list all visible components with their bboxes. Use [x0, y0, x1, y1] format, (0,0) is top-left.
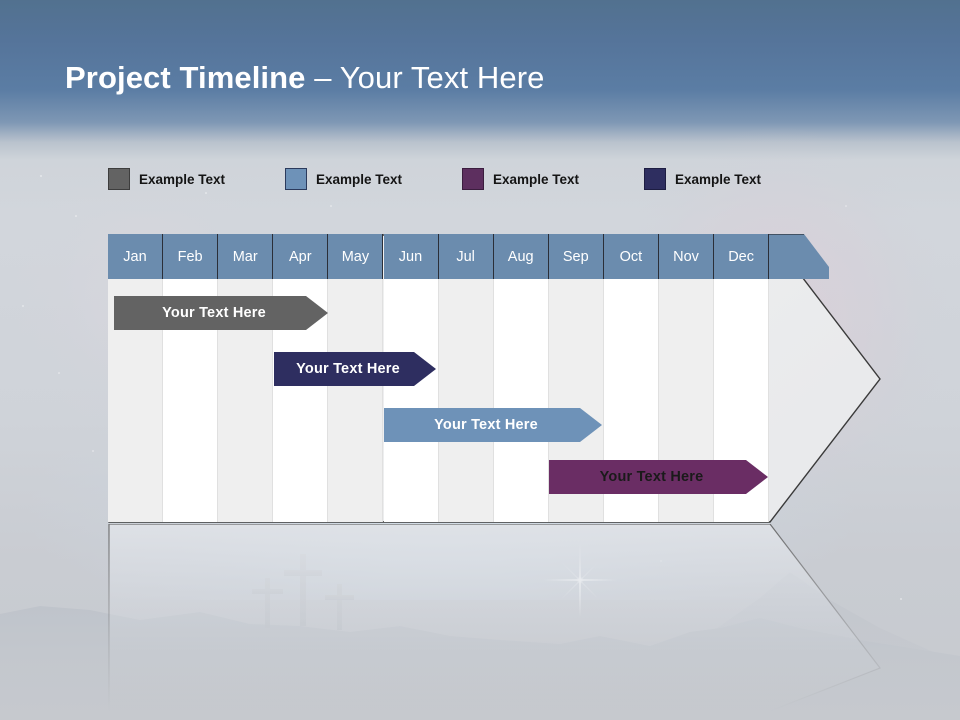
task-bar-2[interactable]: Your Text Here — [274, 352, 436, 386]
star-speck — [660, 560, 662, 562]
task-bar-label: Your Text Here — [434, 417, 538, 433]
month-header-may: May — [328, 234, 384, 279]
month-column-may[interactable]: May — [328, 234, 384, 522]
month-column-aug[interactable]: Aug — [493, 234, 549, 522]
month-header-sep: Sep — [548, 234, 604, 279]
star-speck — [330, 205, 332, 207]
month-header-jan: Jan — [108, 234, 163, 279]
month-header-nov: Nov — [659, 234, 714, 279]
task-bar-1[interactable]: Your Text Here — [114, 296, 328, 330]
month-column-body — [328, 279, 384, 522]
month-column-jun[interactable]: Jun — [383, 234, 439, 522]
legend-item-2[interactable]: Example Text — [285, 168, 402, 190]
star-speck — [92, 450, 94, 452]
star-speck — [58, 372, 60, 374]
star-speck — [40, 175, 42, 177]
month-header-mar: Mar — [218, 234, 274, 279]
star-speck — [75, 215, 77, 217]
month-header-apr: Apr — [273, 234, 329, 279]
star-speck — [900, 598, 903, 601]
month-header-dec: Dec — [714, 234, 770, 279]
title-light: Your Text Here — [339, 60, 545, 95]
crosses-silhouette — [252, 554, 354, 630]
task-bar-3[interactable]: Your Text Here — [384, 408, 602, 442]
month-column-body — [493, 279, 549, 522]
task-bar-4[interactable]: Your Text Here — [549, 460, 768, 494]
legend-swatch-icon — [108, 168, 130, 190]
task-bar-label: Your Text Here — [296, 361, 400, 377]
legend-swatch-icon — [462, 168, 484, 190]
month-header-jun: Jun — [383, 234, 439, 279]
task-bar-label: Your Text Here — [599, 469, 704, 485]
month-header-jul: Jul — [438, 234, 494, 279]
title-dash: – — [305, 60, 340, 95]
legend-swatch-icon — [644, 168, 666, 190]
month-column-jul[interactable]: Jul — [438, 234, 494, 522]
page-title: Project Timeline – Your Text Here — [65, 60, 544, 96]
legend-label: Example Text — [675, 171, 762, 187]
month-header-feb: Feb — [163, 234, 219, 279]
month-column-body — [383, 279, 439, 522]
star-speck — [22, 305, 25, 308]
legend-label: Example Text — [493, 171, 580, 187]
legend-item-4[interactable]: Example Text — [644, 168, 761, 190]
month-header-oct: Oct — [603, 234, 659, 279]
legend: Example Text Example Text Example Text Exam… — [108, 168, 808, 196]
month-column-body — [438, 279, 494, 522]
legend-swatch-icon — [285, 168, 307, 190]
star-speck — [845, 205, 847, 207]
legend-item-3[interactable]: Example Text — [462, 168, 579, 190]
month-header-aug: Aug — [493, 234, 549, 279]
task-bar-label: Your Text Here — [162, 305, 266, 321]
legend-label: Example Text — [316, 171, 403, 187]
legend-label: Example Text — [139, 171, 226, 187]
header-arrow-wedge — [769, 234, 829, 279]
title-strong: Project Timeline — [65, 60, 306, 95]
legend-item-1[interactable]: Example Text — [108, 168, 225, 190]
star-speck — [205, 192, 207, 194]
